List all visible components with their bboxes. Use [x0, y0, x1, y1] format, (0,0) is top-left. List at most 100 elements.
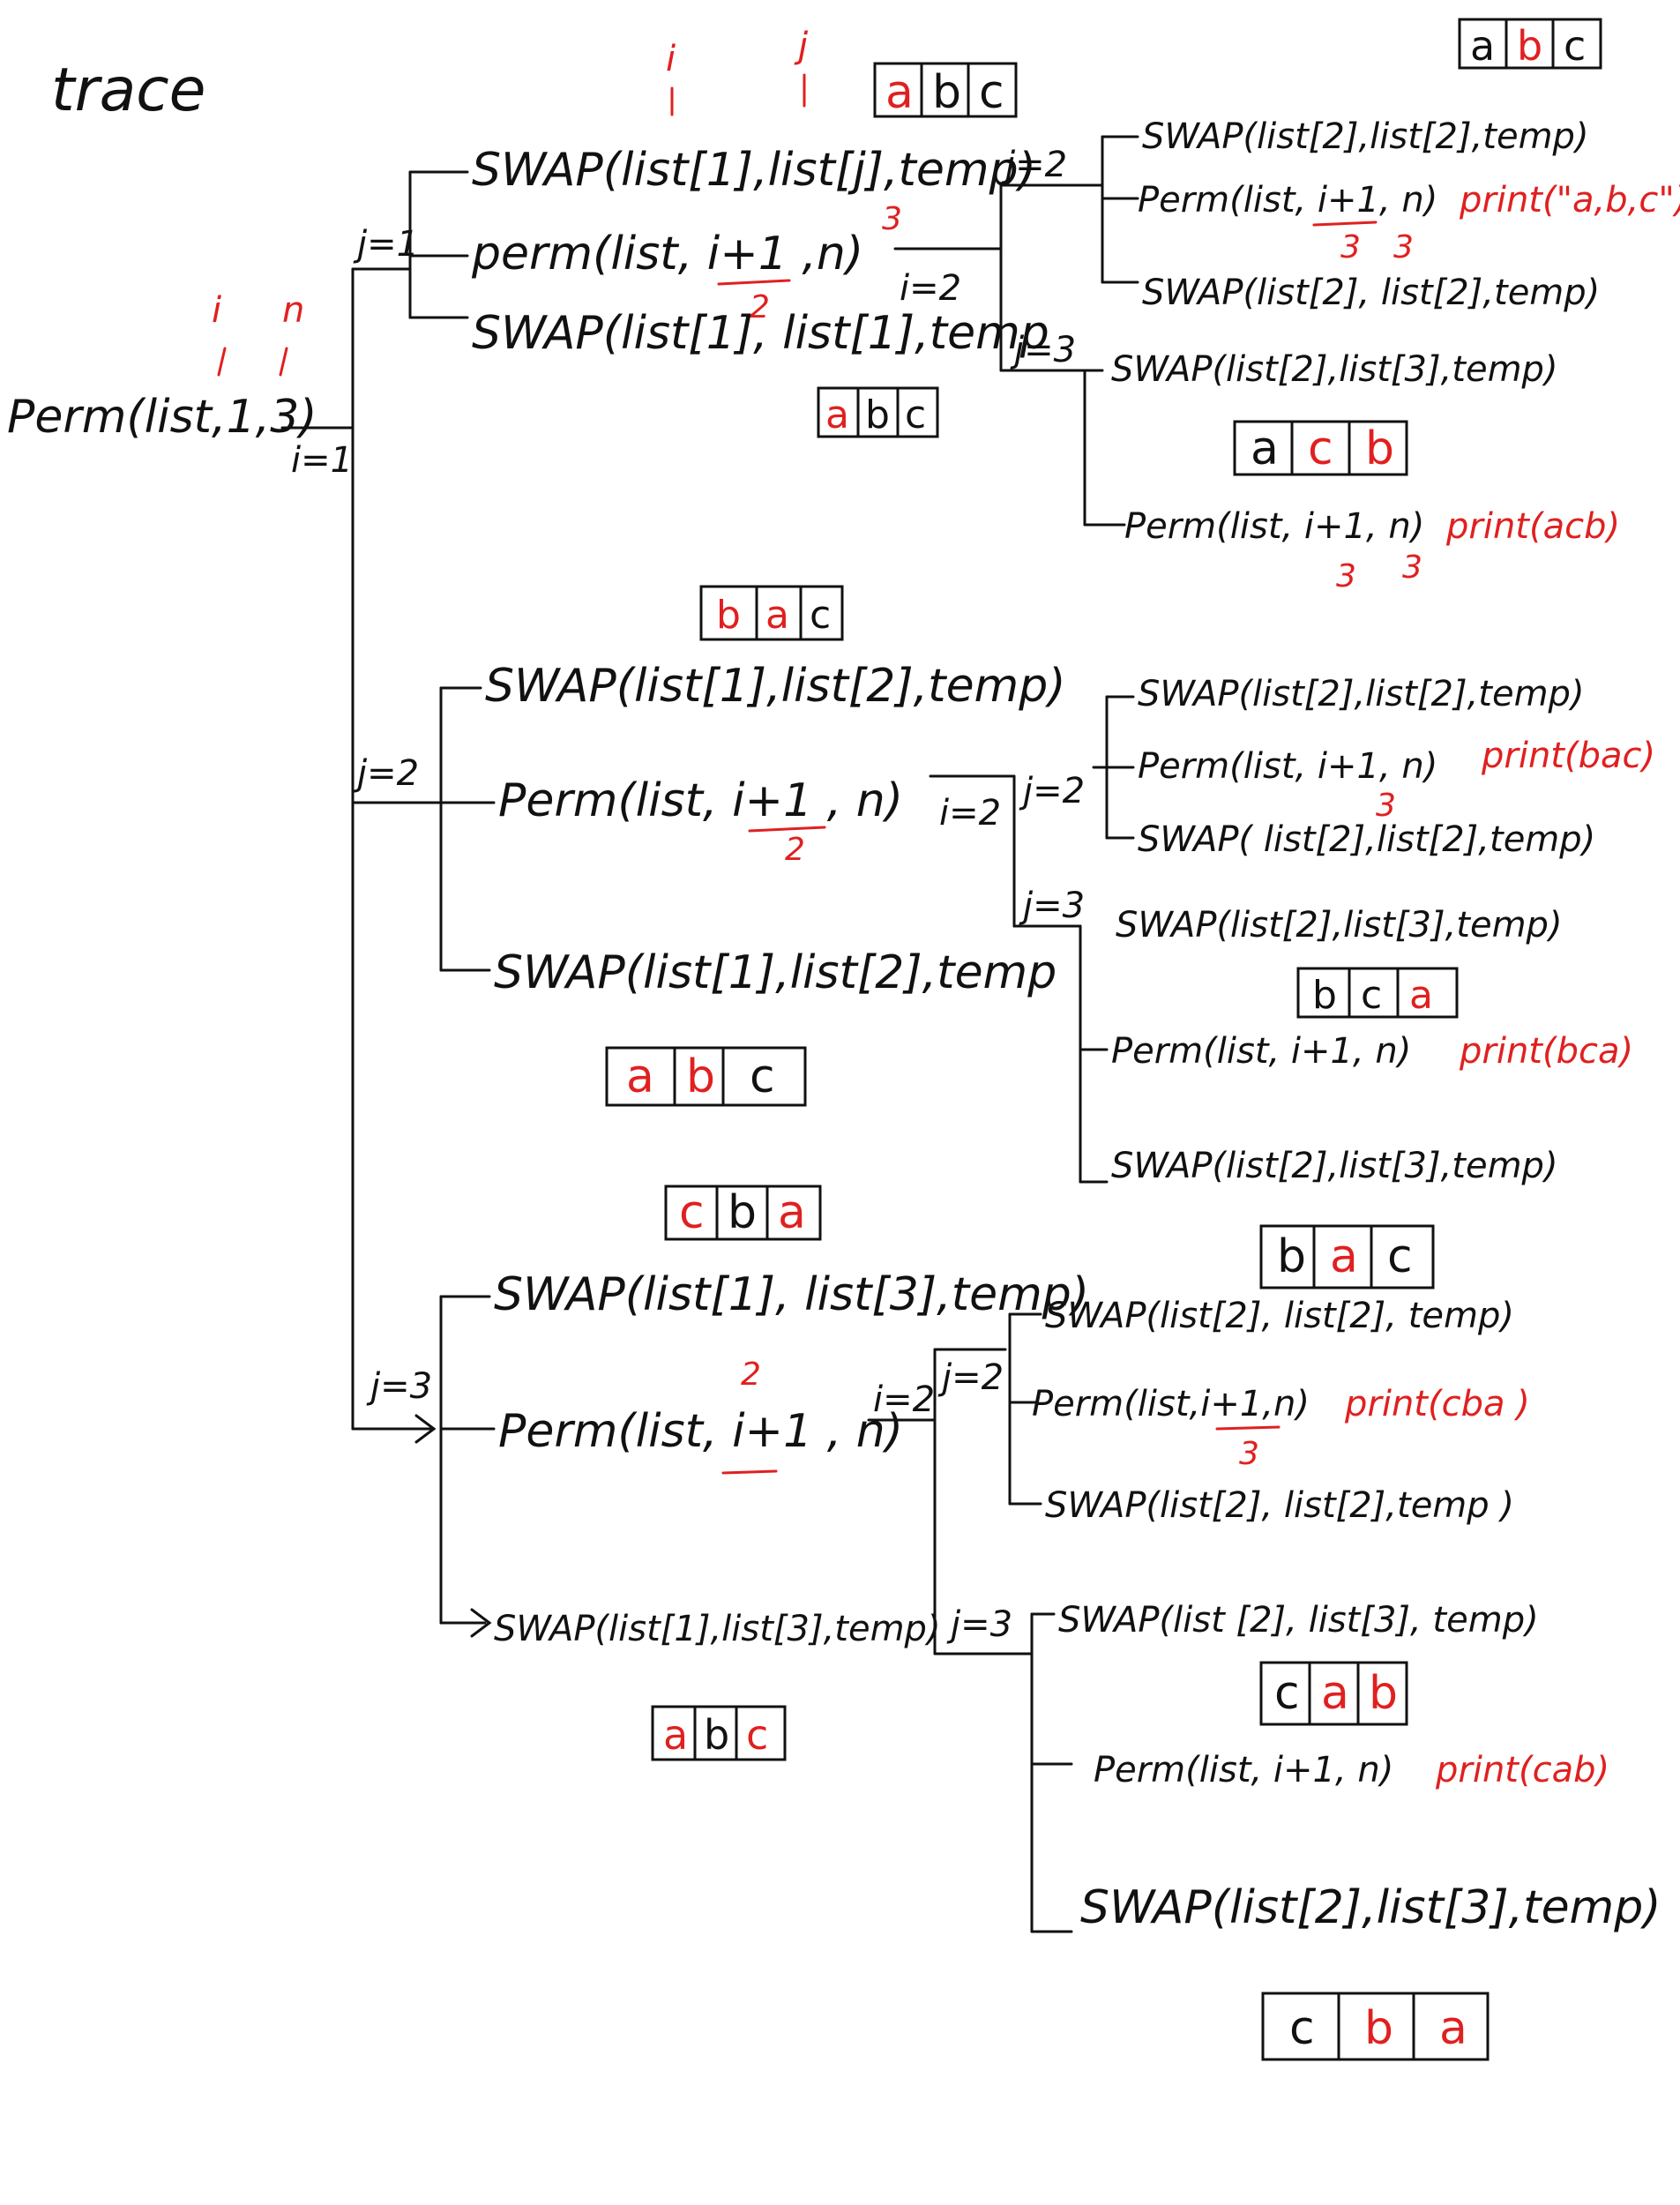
- leaf5-perm-underline: [1215, 1425, 1281, 1431]
- leaf5-perm-i: 3: [1239, 1436, 1259, 1472]
- leaf5-box-cell-3: c: [1387, 1230, 1413, 1283]
- leaf1-print: print("a,b,c"): [1459, 180, 1680, 220]
- j-label-leaf3-j2: j=2: [937, 1357, 1004, 1398]
- leaf5-box: [1259, 1224, 1435, 1289]
- branch1-box-top: [873, 62, 1018, 118]
- leaf2-perm: Perm(list, i+1, n): [1124, 506, 1424, 547]
- branch1-swap1: SWAP(list[1],list[j],temp): [472, 144, 1036, 197]
- leaf2-box-cell-1: a: [1251, 422, 1279, 475]
- branch2-box-top-cell-3: c: [810, 593, 831, 638]
- branch3-arrow-swap2: [470, 1608, 492, 1638]
- branch3-box-bottom-cell-2: b: [704, 1711, 729, 1759]
- leaf3-perm: Perm(list, i+1, n): [1138, 746, 1437, 787]
- i-label-branch1: i=2: [900, 268, 961, 309]
- leaf1-box: [1458, 18, 1602, 70]
- leaf2-box: [1233, 420, 1408, 476]
- branch3-box-bottom-cell-1: a: [663, 1711, 688, 1759]
- branch2-box-bottom: [605, 1046, 807, 1107]
- leaf6-box: [1259, 1661, 1408, 1726]
- leaf2-swap1: SWAP(list[2],list[3],temp): [1111, 349, 1558, 390]
- branch2-box-bottom-cell-2: b: [686, 1050, 715, 1103]
- leaf1-box-cell-1: a: [1470, 22, 1495, 70]
- root-call: Perm(list,1,3): [7, 391, 317, 444]
- leaf1-box-cell-3: c: [1564, 22, 1586, 70]
- leaf5-perm: Perm(list,i+1,n): [1032, 1384, 1310, 1424]
- j-label-j3: j=3: [366, 1366, 432, 1407]
- branch1-perm-n: 3: [882, 201, 902, 237]
- leaf2-box-cell-2: c: [1308, 422, 1333, 475]
- i-label-branch3: i=2: [873, 1379, 935, 1420]
- final-box: [1261, 1992, 1490, 2061]
- j-label-leaf1-j2: j=2: [1001, 145, 1067, 185]
- root-annotation-n: n: [282, 290, 304, 331]
- j-label-leaf1-j3: j=3: [1010, 330, 1076, 370]
- leaf6-box-cell-2: a: [1321, 1667, 1349, 1720]
- leaf5-swap1: SWAP(list[2], list[2], temp): [1045, 1296, 1514, 1336]
- branch3-swap2: SWAP(list[1],list[3],temp): [494, 1609, 941, 1649]
- leaf4-perm: Perm(list, i+1, n): [1111, 1031, 1411, 1072]
- branch3-box-top-cell-3: a: [778, 1186, 806, 1239]
- leaf5-swap2: SWAP(list[2], list[2],temp ): [1045, 1485, 1514, 1526]
- branch2-box-top: [699, 585, 844, 641]
- leaf6-print: print(cab): [1435, 1750, 1609, 1790]
- final-box-cell-2: b: [1364, 2002, 1393, 2055]
- leaf5-print: print(cba ): [1344, 1384, 1530, 1424]
- leaf3-swap1: SWAP(list[2],list[2],temp): [1138, 674, 1585, 714]
- branch3-box-bottom: [651, 1705, 787, 1761]
- j-label-j1: j=1: [353, 224, 419, 265]
- root-annotation-marks: [217, 347, 288, 377]
- trace-title: trace: [51, 56, 206, 125]
- branch3-box-top: [664, 1185, 822, 1241]
- branch2-perm-i: 2: [785, 832, 805, 868]
- leaf4-swap2: SWAP(list[2],list[3],temp): [1111, 1146, 1558, 1186]
- leaf2-perm-i: 3: [1336, 558, 1356, 594]
- leaf6-box-cell-3: b: [1369, 1667, 1398, 1720]
- leaf1-perm-i: 3: [1340, 229, 1361, 265]
- root-i-label: i=1: [291, 440, 353, 481]
- leaf1-perm-n: 3: [1393, 229, 1414, 265]
- branch1-perm-underline: [717, 279, 791, 286]
- j-label-leaf3-j3: j=3: [946, 1604, 1012, 1645]
- branch1-annotation-j: j: [794, 26, 809, 66]
- j-label-j2: j=2: [353, 753, 419, 794]
- leaf5-box-cell-2: a: [1330, 1230, 1358, 1283]
- leaf4-box-cell-2: c: [1361, 973, 1382, 1018]
- branch3-perm-underline: [721, 1469, 778, 1475]
- leaf1-box-cell-2: b: [1517, 22, 1542, 70]
- branch2-box-bottom-cell-1: a: [626, 1050, 654, 1103]
- i-label-branch2: i=2: [939, 793, 1001, 833]
- final-box-cell-3: a: [1439, 2002, 1467, 2055]
- leaf5-box-cell-1: b: [1277, 1230, 1306, 1283]
- leaf4-box-cell-3: a: [1409, 973, 1433, 1018]
- j-label-leaf2-j2: j=2: [1019, 771, 1085, 811]
- leaf3-print: print(bac): [1481, 736, 1655, 776]
- leaf4-print: print(bca): [1459, 1031, 1633, 1072]
- branch2-swap2: SWAP(list[1],list[2],temp: [494, 946, 1057, 999]
- leaf6-swap2: SWAP(list[2],list[3],temp): [1080, 1881, 1661, 1934]
- branch3-perm: Perm(list, i+1 , n): [498, 1405, 903, 1458]
- leaf2-box-cell-3: b: [1365, 422, 1394, 475]
- final-box-cell-1: c: [1289, 2002, 1315, 2055]
- branch1-annotation-marks: [670, 73, 806, 116]
- leaf6-swap1: SWAP(list [2], list[3], temp): [1058, 1600, 1539, 1641]
- branch1-box-top-cell-2: b: [932, 66, 961, 119]
- leaf2-print: print(acb): [1445, 506, 1620, 547]
- leaf4-swap1: SWAP(list[2],list[3],temp): [1116, 905, 1563, 946]
- j-label-leaf2-j3: j=3: [1019, 886, 1085, 926]
- branch1-box-bottom-cell-1: a: [825, 392, 849, 437]
- leaf1-swap2: SWAP(list[2], list[2],temp): [1142, 273, 1600, 313]
- branch1-swap2: SWAP(list[1], list[1],temp: [472, 307, 1049, 360]
- branch3-box-top-cell-1: c: [679, 1186, 705, 1239]
- root-annotation-i: i: [212, 290, 221, 331]
- branch1-perm: perm(list, i+1 ,n): [471, 228, 863, 280]
- branch2-box-top-cell-2: a: [765, 593, 789, 638]
- leaf6-box-cell-1: c: [1274, 1667, 1300, 1720]
- leaf4-box-cell-1: b: [1312, 973, 1337, 1018]
- branch2-perm: Perm(list, i+1 , n): [498, 774, 903, 827]
- branch2-box-top-cell-1: b: [716, 593, 741, 638]
- leaf4-box: [1296, 967, 1459, 1019]
- leaf3-perm-i: 3: [1376, 788, 1396, 824]
- leaf3-swap2: SWAP( list[2],list[2],temp): [1138, 819, 1595, 860]
- trunk-arrow-j3: [414, 1414, 437, 1444]
